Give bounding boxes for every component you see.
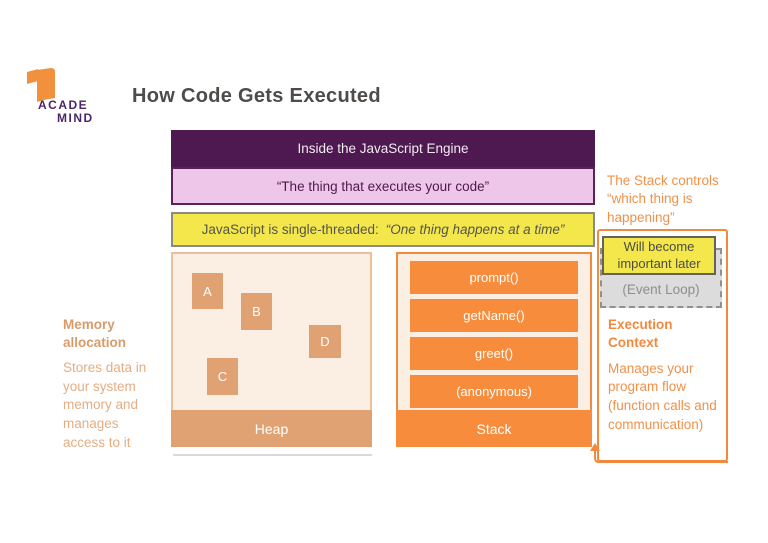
execution-context-heading: Execution Context (608, 317, 673, 350)
memory-allocation-note: Memory allocation Stores data in your sy… (63, 316, 162, 453)
single-threaded-bar: JavaScript is single-threaded: “One thin… (171, 212, 595, 247)
stack-frame-anonymous: (anonymous) (410, 375, 578, 408)
stack-frame-getname: getName() (410, 299, 578, 332)
academind-ribbon-icon (27, 68, 55, 102)
heap-label: Heap (171, 410, 372, 447)
logo-text-mind: MIND (57, 111, 94, 125)
page-title: How Code Gets Executed (132, 85, 381, 107)
stack-frame-prompt: prompt() (410, 261, 578, 294)
single-threaded-label: JavaScript is single-threaded: (201, 222, 379, 237)
heap-panel-shadow (173, 454, 372, 456)
heap-block-d: D (309, 325, 341, 358)
engine-subtitle-bar: “The thing that executes your code” (171, 167, 595, 205)
stack-controls-note: The Stack controls “which thing is happe… (607, 173, 719, 225)
academind-logo: ACADE MIND (27, 68, 122, 130)
stack-panel: prompt() getName() greet() (anonymous) S… (396, 252, 592, 447)
stack-feedback-arrow (590, 443, 728, 463)
heap-panel: A B C D Heap (171, 252, 372, 447)
stack-frame-greet: greet() (410, 337, 578, 370)
execution-context-body: Manages your program flow (function call… (608, 360, 717, 432)
heap-block-a: A (192, 273, 223, 309)
important-later-note: Will become important later (602, 236, 716, 275)
single-threaded-quote: “One thing happens at a time” (385, 222, 565, 237)
event-loop-label: (Event Loop) (622, 282, 700, 297)
stack-label: Stack (396, 410, 592, 447)
memory-allocation-heading: Memory allocation (63, 317, 127, 350)
heap-block-c: C (207, 358, 238, 395)
logo-text-acade: ACADE (38, 98, 89, 112)
engine-header-bar: Inside the JavaScript Engine (171, 130, 595, 167)
memory-allocation-body: Stores data in your system memory and ma… (63, 359, 147, 451)
heap-block-b: B (241, 293, 272, 330)
execution-context-note: Execution Context Manages your program f… (608, 316, 722, 434)
